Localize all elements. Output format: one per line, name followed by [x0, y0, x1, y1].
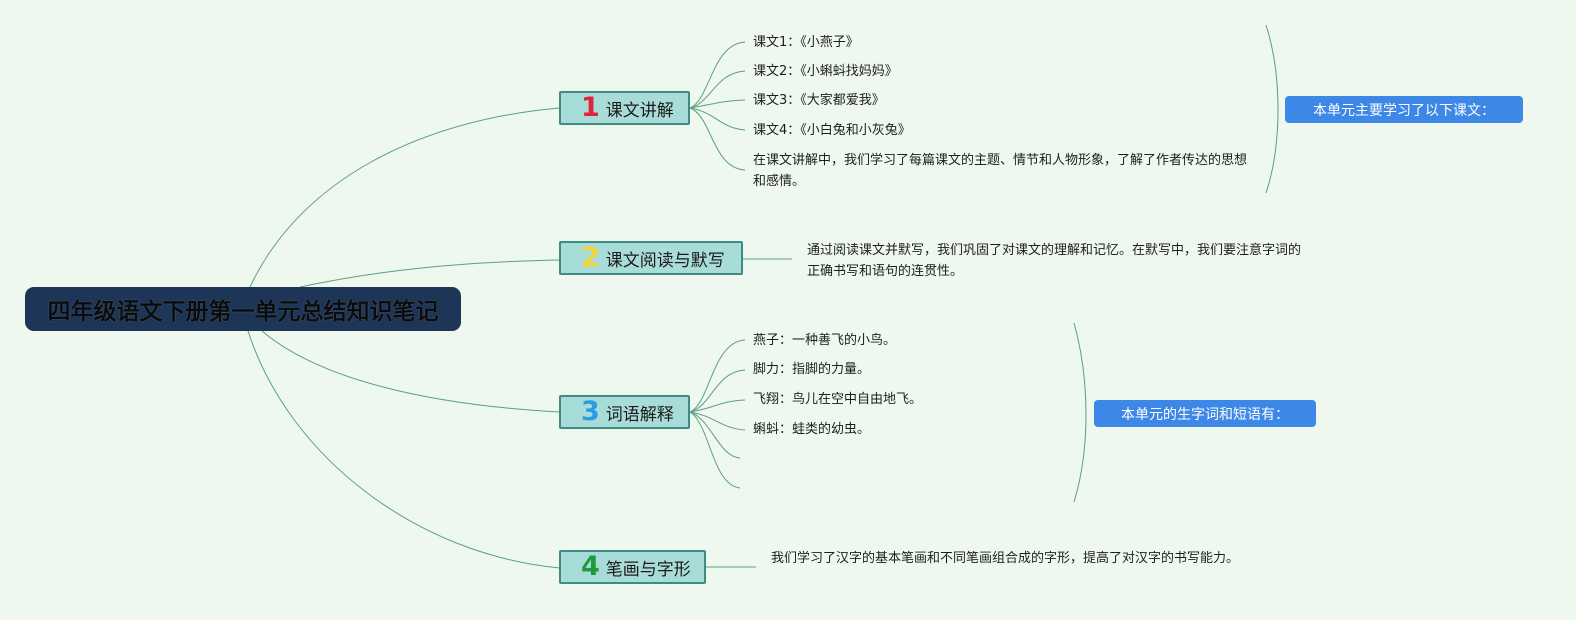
topic-label-4: 笔画与字形 — [605, 559, 691, 580]
topic-label-2: 课文阅读与默写 — [605, 250, 725, 271]
summary-node-1[interactable]: 本单元主要学习了以下课文： — [1285, 96, 1523, 123]
link-t1-leaf-3 — [689, 99, 746, 109]
link-t1-leaf-1 — [689, 41, 746, 109]
link-t3-leaf-5 — [689, 411, 741, 459]
leaf-lesson-4[interactable]: 课文4：《小白兔和小灰兔》 — [753, 123, 911, 138]
leaf-word-1[interactable]: 燕子：一种善飞的小鸟。 — [753, 333, 897, 348]
leaf-lesson-1[interactable]: 课文1：《小燕子》 — [753, 35, 859, 50]
leaf-word-2[interactable]: 脚力：指脚的力量。 — [753, 362, 871, 377]
link-t3-leaf-1 — [689, 339, 746, 413]
brace-summary-1 — [1265, 24, 1279, 194]
link-t3-leaf-6 — [689, 411, 741, 489]
topic-node-1[interactable]: 1 课文讲解 — [559, 91, 690, 125]
topic-number-1: 1 — [581, 92, 600, 123]
topic-number-2: 2 — [581, 242, 600, 273]
link-root-topic-4 — [247, 330, 561, 569]
topic-number-3: 3 — [581, 396, 600, 427]
topic-node-2[interactable]: 2 课文阅读与默写 — [559, 241, 743, 275]
link-t1-leaf-2 — [689, 70, 746, 109]
link-t3-leaf-4 — [689, 411, 746, 431]
leaf-word-3[interactable]: 飞翔：鸟儿在空中自由地飞。 — [753, 392, 923, 407]
link-root-topic-1 — [249, 107, 561, 288]
topic-node-3[interactable]: 3 词语解释 — [559, 395, 690, 429]
link-t3-leaf-2 — [689, 369, 746, 413]
root-node[interactable]: 四年级语文下册第一单元总结知识笔记 — [25, 287, 461, 331]
strokes-paragraph[interactable]: 我们学习了汉字的基本笔画和不同笔画组合成的字形，提高了对汉字的书写能力。 — [771, 551, 1240, 566]
root-title: 四年级语文下册第一单元总结知识笔记 — [47, 299, 439, 325]
topic-number-4: 4 — [581, 551, 600, 582]
topic-label-3: 词语解释 — [605, 404, 674, 425]
link-t1-leaf-5 — [689, 107, 746, 171]
leaf-lesson-paragraph[interactable]: 在课文讲解中，我们学习了每篇课文的主题、情节和人物形象，了解了作者传达的思想和感… — [753, 153, 1248, 189]
topic-label-1: 课文讲解 — [605, 100, 674, 121]
leaf-lesson-3[interactable]: 课文3：《大家都爱我》 — [753, 93, 885, 108]
brace-summary-3 — [1073, 322, 1087, 503]
topic-node-4[interactable]: 4 笔画与字形 — [559, 550, 706, 584]
link-t3-leaf-3 — [689, 399, 746, 413]
link-root-topic-2 — [299, 259, 561, 288]
reading-paragraph[interactable]: 通过阅读课文并默写，我们巩固了对课文的理解和记忆。在默写中，我们要注意字词的正确… — [807, 243, 1302, 279]
link-t1-leaf-4 — [689, 107, 746, 131]
summary-node-3[interactable]: 本单元的生字词和短语有： — [1094, 400, 1316, 427]
link-root-topic-3 — [261, 330, 561, 413]
leaf-word-4[interactable]: 蝌蚪：蛙类的幼虫。 — [753, 422, 871, 437]
leaf-lesson-2[interactable]: 课文2：《小蝌蚪找妈妈》 — [753, 64, 898, 79]
